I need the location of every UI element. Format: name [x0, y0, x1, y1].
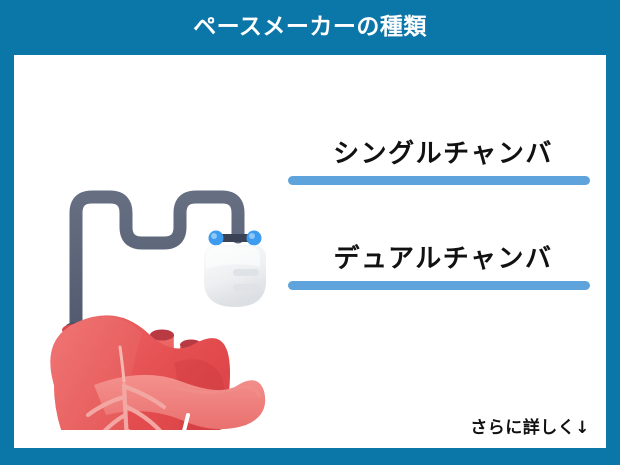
pacemaker-type-item-dual[interactable]: デュアルチャンバ [288, 243, 598, 290]
title-bar: ペースメーカーの種類 [0, 0, 620, 55]
pacemaker-type-list: シングルチャンバ デュアルチャンバ [288, 139, 598, 350]
pacemaker-type-label-single: シングルチャンバ [333, 139, 553, 169]
pacemaker-device [204, 230, 266, 307]
label-underline-single [288, 175, 590, 185]
learn-more-link[interactable]: さらに詳しく↓ [470, 418, 590, 438]
page-title: ペースメーカーの種類 [193, 14, 427, 40]
pacemaker-type-label-dual: デュアルチャンバ [333, 243, 553, 274]
heart-illustration [50, 315, 266, 430]
label-underline-dual [288, 280, 590, 290]
pacemaker-heart-illustration [24, 85, 304, 430]
pacemaker-type-item-single[interactable]: シングルチャンバ [288, 139, 598, 185]
content-card: シングルチャンバ デュアルチャンバ さらに詳しく↓ [14, 55, 606, 448]
